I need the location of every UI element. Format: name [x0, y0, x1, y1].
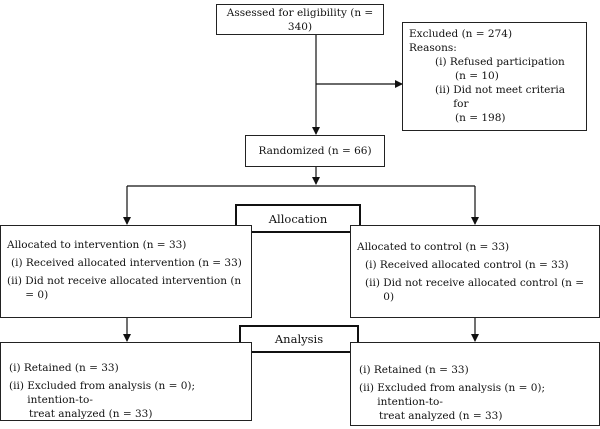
randomized-box: Randomized (n = 66): [245, 135, 385, 167]
assessed-box: Assessed for eligibility (n = 340): [216, 4, 384, 35]
analysis-label: Analysis: [274, 332, 324, 346]
analysis-right-item-2: (ii) Excluded from analysis (n = 0); int…: [357, 381, 593, 409]
item-text: Retained (n = 33): [23, 362, 119, 374]
analysis-right-item-1: (i) Retained (n = 33): [357, 363, 593, 377]
item-text: Retained (n = 33): [373, 364, 469, 376]
item-text: Did not meet criteria for: [453, 84, 566, 110]
excluded-reasons-label: Reasons:: [409, 42, 457, 54]
excluded-title: Excluded (n = 274): [409, 28, 513, 40]
item-number: (ii): [9, 380, 24, 392]
item-number: (ii): [365, 277, 380, 289]
item-number: (ii): [435, 84, 450, 96]
item-number: (ii): [7, 275, 22, 287]
item-number: (i): [435, 56, 447, 68]
control-item-2: (ii) Did not receive allocated control (…: [357, 276, 593, 304]
item-number: (ii): [359, 382, 374, 394]
intervention-box: Allocated to intervention (n = 33) (i) R…: [0, 225, 252, 318]
intervention-title: Allocated to intervention (n = 33): [7, 239, 187, 251]
analysis-right-item-2-cont: treat analyzed (n = 33): [379, 410, 503, 422]
intervention-item-1: (i) Received allocated intervention (n =…: [7, 256, 245, 270]
analysis-label-box: Analysis: [239, 325, 359, 353]
item-number: (i): [11, 257, 23, 269]
analysis-left-item-1: (i) Retained (n = 33): [7, 361, 245, 375]
randomized-text: Randomized (n = 66): [258, 145, 372, 157]
control-box: Allocated to control (n = 33) (i) Receiv…: [350, 225, 600, 318]
analysis-left-item-2: (ii) Excluded from analysis (n = 0); int…: [7, 379, 245, 407]
item-text: Did not receive allocated intervention (…: [25, 275, 242, 301]
control-item-1: (i) Received allocated control (n = 33): [357, 258, 593, 272]
excluded-reason-1: (i) Refused participation: [409, 55, 580, 69]
item-text: Excluded from analysis (n = 0); intentio…: [377, 382, 546, 408]
excluded-box: Excluded (n = 274) Reasons: (i) Refused …: [402, 22, 587, 131]
intervention-item-2: (ii) Did not receive allocated intervent…: [7, 274, 245, 302]
item-text: Received allocated control (n = 33): [379, 259, 569, 271]
control-title: Allocated to control (n = 33): [357, 241, 510, 253]
item-number: (i): [9, 362, 21, 374]
item-number: (i): [365, 259, 377, 271]
item-text: Received allocated intervention (n = 33): [25, 257, 242, 269]
excluded-reason-1-count: (n = 10): [455, 70, 499, 82]
assessed-text: Assessed for eligibility (n = 340): [226, 6, 374, 33]
item-text: Did not receive allocated control (n = 0…: [383, 277, 585, 303]
item-text: Excluded from analysis (n = 0); intentio…: [27, 380, 196, 406]
analysis-left-item-2-cont: treat analyzed (n = 33): [29, 408, 153, 420]
allocation-label: Allocation: [268, 211, 328, 226]
excluded-reason-2-count: (n = 198): [455, 112, 506, 124]
item-number: (i): [359, 364, 371, 376]
excluded-reason-2: (ii) Did not meet criteria for: [409, 83, 580, 111]
analysis-right-box: (i) Retained (n = 33) (ii) Excluded from…: [350, 342, 600, 426]
item-text: Refused participation: [449, 56, 565, 68]
analysis-left-box: (i) Retained (n = 33) (ii) Excluded from…: [0, 342, 252, 421]
allocation-label-box: Allocation: [235, 204, 361, 233]
